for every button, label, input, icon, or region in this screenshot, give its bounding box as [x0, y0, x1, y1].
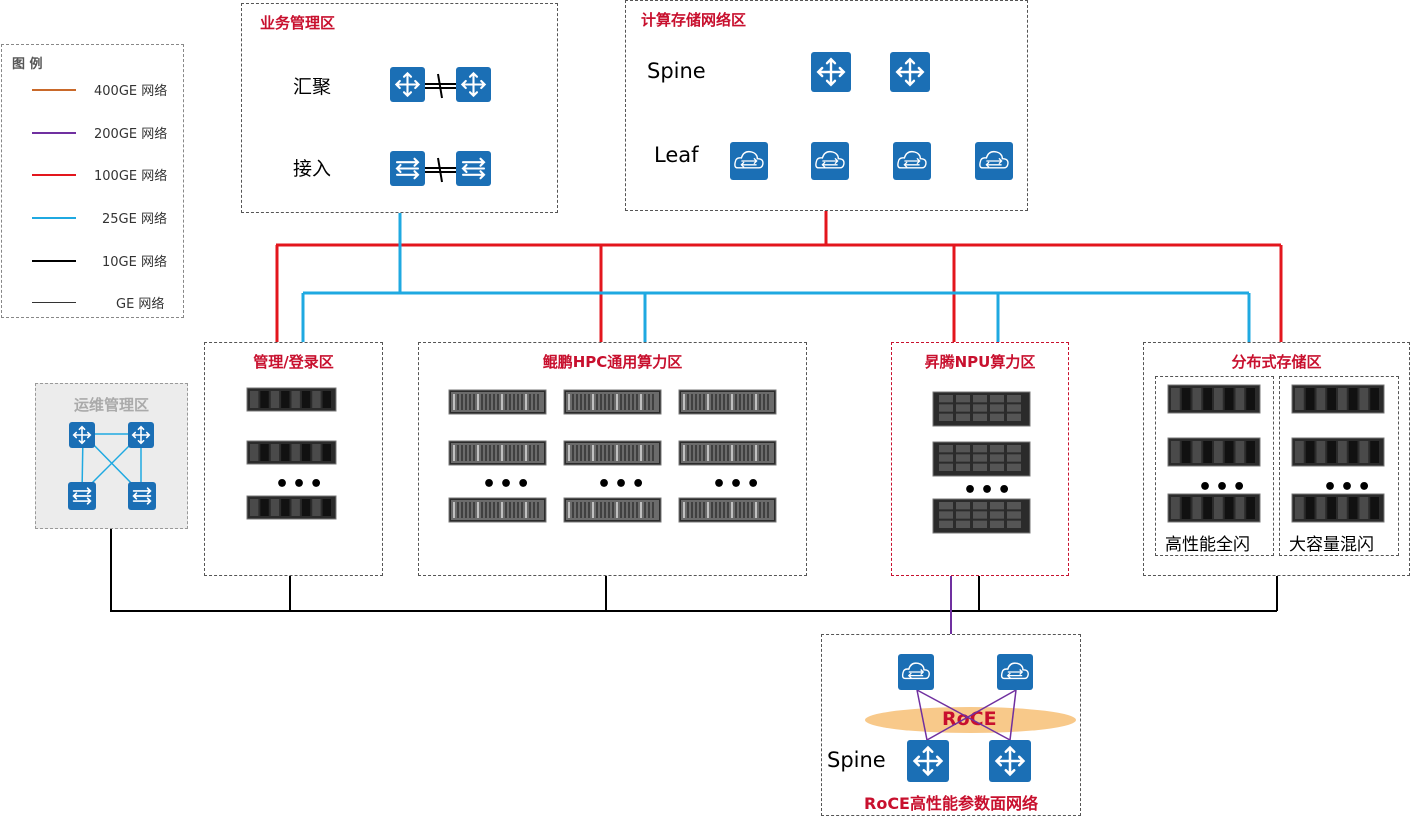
- business-zone: 业务管理区 汇聚 接入: [241, 3, 558, 213]
- zone-title: 昇腾NPU算力区: [924, 353, 1036, 371]
- ops-management-zone: 运维管理区: [35, 383, 188, 529]
- ellipsis: •••: [712, 472, 764, 497]
- zone-title: RoCE高性能参数面网络: [864, 794, 1038, 813]
- zone-title: 分布式存储区: [1231, 353, 1322, 371]
- ellipsis: •••: [963, 478, 1015, 503]
- legend-title: 图 例: [12, 57, 43, 72]
- roce-spine-label: Spine: [827, 748, 886, 772]
- ellipsis: •••: [597, 472, 649, 497]
- legend-label: 100GE 网络: [94, 169, 168, 184]
- legend-swatch: [32, 217, 76, 219]
- legend-swatch: [32, 260, 76, 262]
- zone-title: 运维管理区: [73, 396, 149, 414]
- hybrid-storage-subzone: ••• 大容量混闪: [1279, 376, 1399, 556]
- legend-swatch: [32, 302, 76, 303]
- flash-storage-label: 高性能全闪: [1165, 535, 1250, 555]
- legend-swatch: [32, 132, 76, 134]
- mgmt-login-zone: 管理/登录区 •••: [204, 342, 383, 576]
- ascend-npu-zone: 昇腾NPU算力区 •••: [891, 342, 1069, 576]
- legend-label: 10GE 网络: [102, 255, 167, 270]
- zone-title: 计算存储网络区: [641, 11, 747, 29]
- access-label: 接入: [293, 158, 332, 180]
- roce-network-zone: RoCE Spine RoCE高性能参数面网络: [821, 634, 1081, 816]
- backbone-25ge: [301, 212, 1251, 343]
- backbone-100ge: [275, 210, 1283, 343]
- legend-label: GE 网络: [116, 297, 165, 312]
- zone-title: 业务管理区: [260, 14, 336, 32]
- ellipsis: •••: [1198, 475, 1250, 500]
- hybrid-storage-label: 大容量混闪: [1289, 535, 1374, 555]
- flash-storage-subzone: ••• 高性能全闪: [1155, 376, 1274, 556]
- aggregation-label: 汇聚: [293, 76, 332, 98]
- ellipsis: •••: [482, 472, 534, 497]
- legend-label: 400GE 网络: [94, 84, 168, 99]
- distributed-storage-zone: 分布式存储区 ••• 高性能全闪 ••• 大容量混闪: [1143, 342, 1410, 576]
- legend-panel: 图 例 400GE 网络 200GE 网络 100GE 网络 25GE 网络 1…: [1, 44, 184, 318]
- legend-label: 25GE 网络: [102, 212, 167, 227]
- ellipsis: •••: [275, 472, 327, 497]
- kunpeng-hpc-zone: 鲲鹏HPC通用算力区 ••• ••• •••: [418, 342, 807, 576]
- legend-label: 200GE 网络: [94, 127, 168, 142]
- legend-swatch: [32, 89, 76, 91]
- legend-swatch: [32, 174, 76, 176]
- spine-label: Spine: [647, 59, 706, 83]
- roce-ellipse-label: RoCE: [942, 708, 997, 730]
- compute-storage-network-zone: 计算存储网络区 Spine Leaf: [625, 0, 1028, 211]
- ellipsis: •••: [1323, 475, 1375, 500]
- zone-title: 管理/登录区: [253, 353, 334, 371]
- leaf-label: Leaf: [654, 143, 699, 167]
- zone-title: 鲲鹏HPC通用算力区: [542, 353, 683, 371]
